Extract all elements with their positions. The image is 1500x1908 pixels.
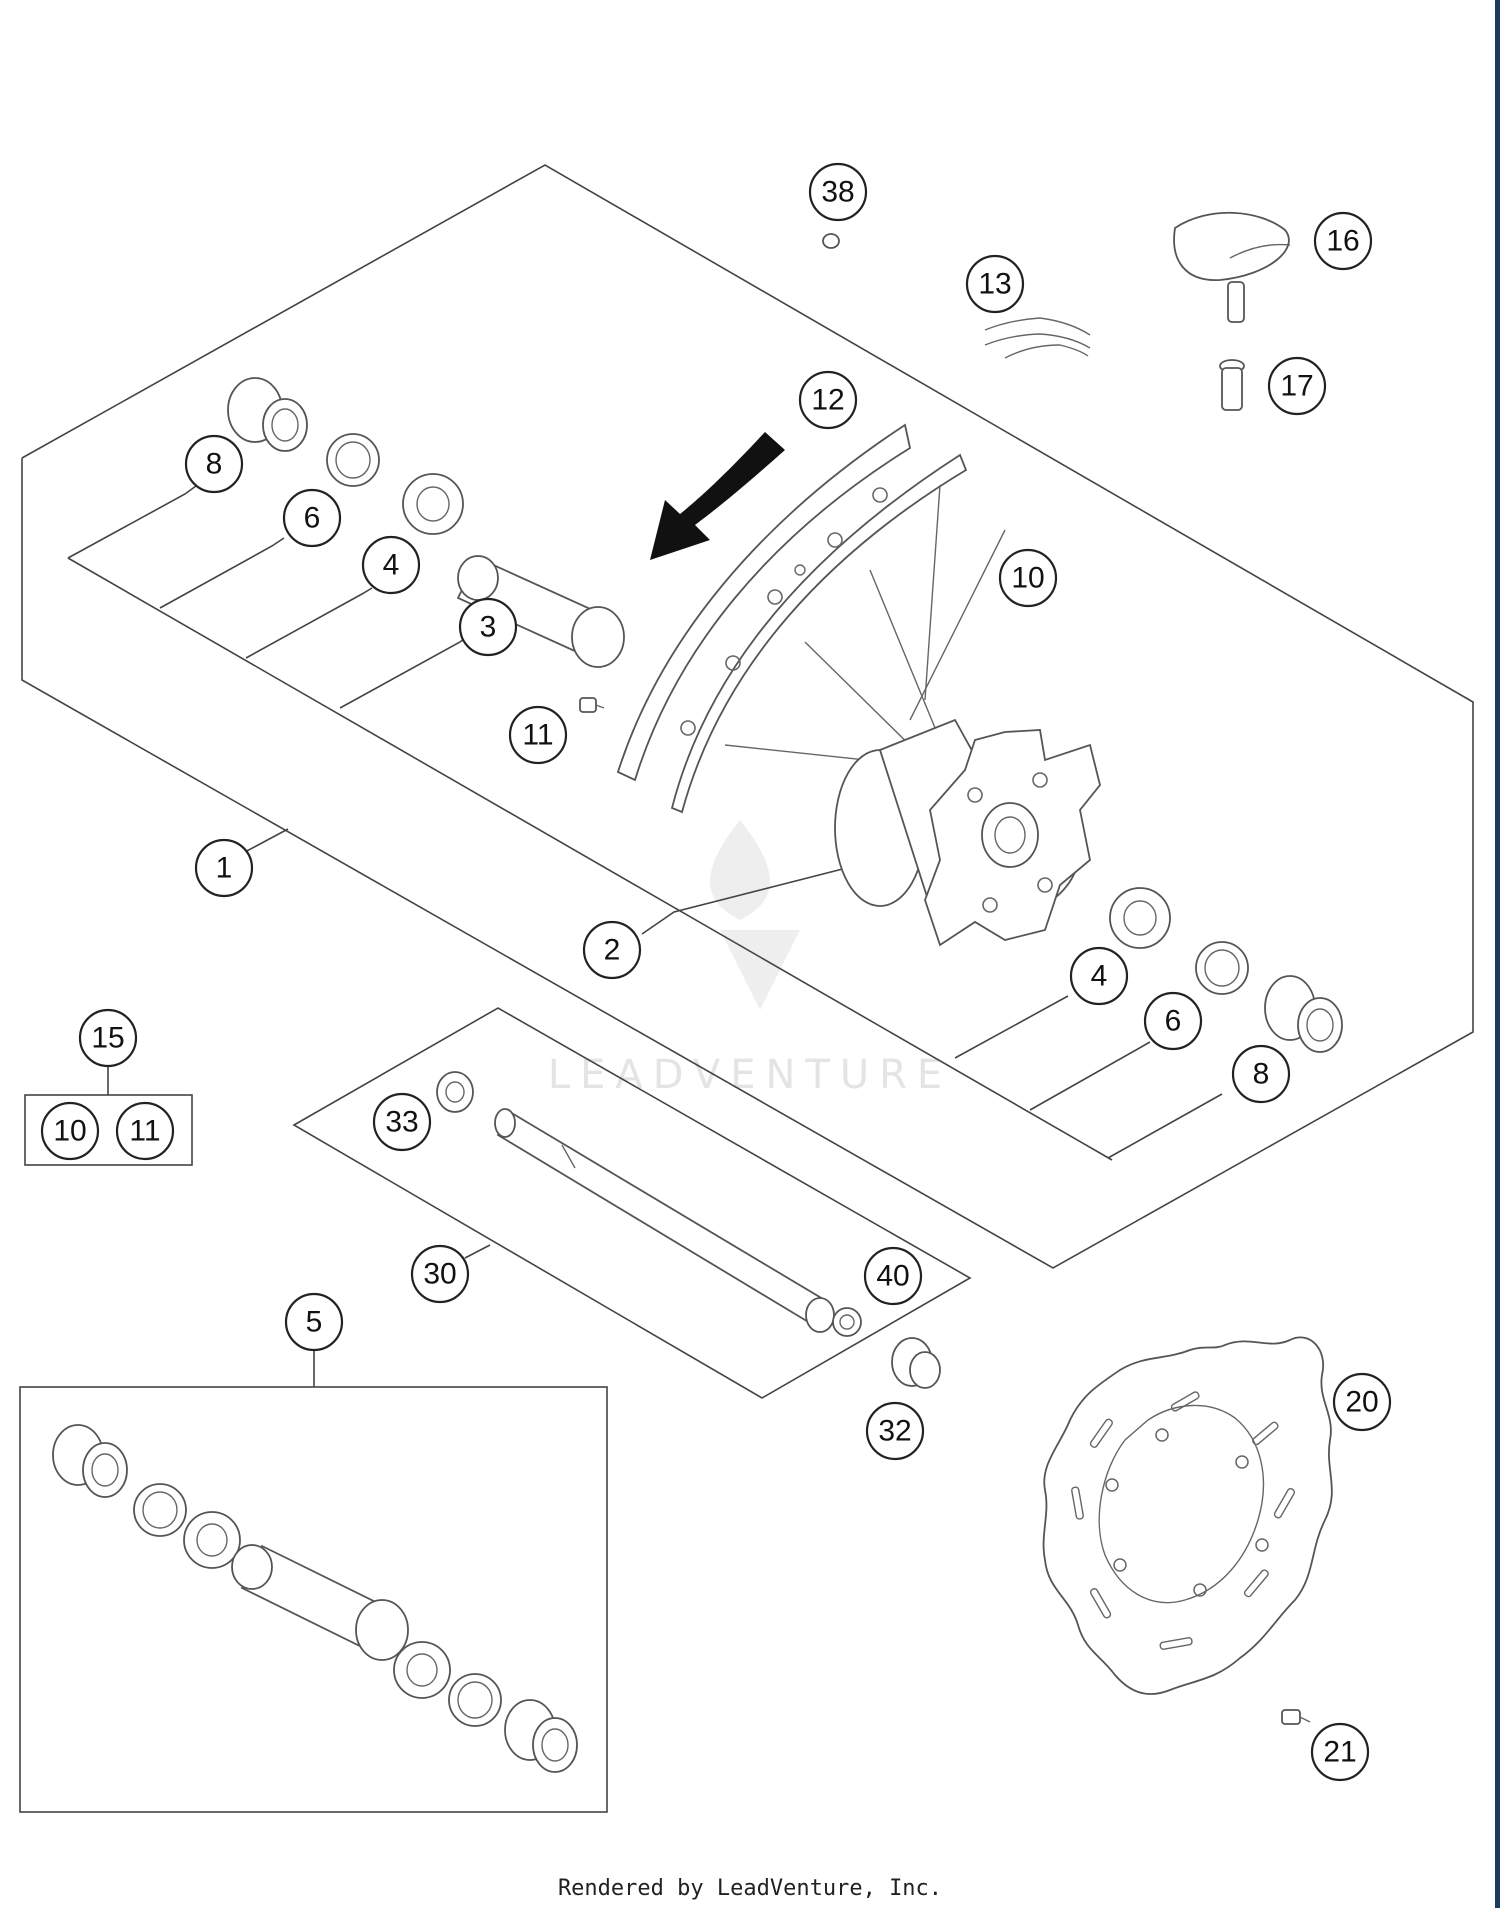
screw-11	[579, 697, 605, 713]
axle-30	[494, 1108, 835, 1333]
leader-2	[641, 861, 871, 935]
callout-13: 13	[965, 254, 1025, 314]
svg-text:10: 10	[1011, 562, 1044, 595]
right-edge-bar	[1495, 0, 1500, 1908]
callout-6-left: 6	[282, 488, 342, 548]
valve-17	[1219, 359, 1245, 411]
svg-text:16: 16	[1326, 225, 1359, 258]
spacer-32	[891, 1337, 941, 1389]
svg-text:4: 4	[383, 549, 400, 582]
callout-4-left: 4	[361, 535, 421, 595]
bearing-4-left	[402, 473, 464, 535]
leader-8b	[1107, 1093, 1223, 1159]
svg-text:40: 40	[876, 1260, 909, 1293]
leader-30	[464, 1244, 491, 1259]
callout-32: 32	[865, 1401, 925, 1461]
leader-4a	[245, 587, 373, 659]
callout-30: 30	[410, 1244, 470, 1304]
brake-disc-20	[1042, 1336, 1333, 1695]
svg-text:8: 8	[206, 448, 223, 481]
svg-text:3: 3	[480, 611, 497, 644]
spacer-3	[456, 555, 625, 668]
svg-text:11: 11	[522, 719, 553, 752]
callout-5: 5	[284, 1292, 344, 1352]
svg-text:32: 32	[878, 1415, 911, 1448]
bushing-33	[436, 1071, 474, 1113]
callout-4-right: 4	[1069, 946, 1129, 1006]
svg-text:15: 15	[91, 1022, 124, 1055]
leader-3	[339, 635, 469, 709]
svg-text:6: 6	[1165, 1005, 1182, 1038]
callout-6-right: 6	[1143, 991, 1203, 1051]
footer-credit: Rendered by LeadVenture, Inc.	[558, 1876, 942, 1901]
callout-8-right: 8	[1231, 1044, 1291, 1104]
callout-40: 40	[863, 1246, 923, 1306]
watermark-text: LEADVENTURE	[548, 1052, 952, 1098]
bearing-4-right	[1109, 887, 1171, 949]
svg-text:6: 6	[304, 502, 321, 535]
svg-text:4: 4	[1091, 960, 1108, 993]
leader-4b	[954, 995, 1069, 1059]
callout-3: 3	[458, 597, 518, 657]
svg-text:10: 10	[53, 1115, 86, 1148]
seal-6-left	[326, 433, 380, 487]
svg-text:11: 11	[129, 1115, 160, 1148]
leader-6b	[1029, 1041, 1151, 1111]
axle-group-frame	[292, 1007, 972, 1399]
callout-1: 1	[194, 838, 254, 898]
svg-text:12: 12	[811, 384, 844, 417]
leader-6a	[159, 537, 285, 609]
kit-5-contents	[52, 1424, 578, 1773]
spacer-8-left	[227, 377, 308, 452]
svg-text:33: 33	[385, 1106, 418, 1139]
callout-17: 17	[1267, 356, 1327, 416]
callout-8-left: 8	[184, 434, 244, 494]
rotation-arrow-icon	[650, 432, 785, 560]
callout-12: 12	[798, 370, 858, 430]
screw-21	[1281, 1709, 1311, 1725]
nut-40	[832, 1307, 862, 1337]
callout-33: 33	[372, 1092, 432, 1152]
svg-text:38: 38	[821, 176, 854, 209]
tire-lock-16	[1173, 211, 1291, 323]
svg-text:17: 17	[1280, 370, 1313, 403]
callout-16: 16	[1313, 211, 1373, 271]
svg-text:2: 2	[604, 934, 621, 967]
callout-21: 21	[1310, 1722, 1370, 1782]
callout-2: 2	[582, 920, 642, 980]
svg-text:30: 30	[423, 1258, 456, 1291]
callout-10-kit: 10	[40, 1101, 100, 1161]
callout-10-spokes: 10	[998, 548, 1058, 608]
valve-cap-38	[822, 233, 840, 249]
svg-text:5: 5	[306, 1306, 323, 1339]
seal-6-right	[1195, 941, 1249, 995]
callout-15: 15	[78, 1008, 138, 1068]
hub-2	[834, 718, 1101, 947]
callout-11-screw: 11	[508, 705, 568, 765]
callout-11-kit: 11	[115, 1101, 175, 1161]
spacer-8-right	[1264, 975, 1343, 1053]
watermark-flame-icon	[710, 820, 800, 1010]
callout-38: 38	[808, 162, 868, 222]
svg-text:20: 20	[1345, 1386, 1378, 1419]
leader-8a	[67, 485, 197, 559]
svg-text:1: 1	[216, 852, 233, 885]
callout-20: 20	[1332, 1372, 1392, 1432]
wheel-assembly-frame	[21, 164, 1474, 1269]
svg-text:8: 8	[1253, 1058, 1270, 1091]
leader-1	[244, 828, 289, 853]
rim-12	[616, 423, 968, 814]
svg-text:13: 13	[978, 268, 1011, 301]
rim-tape-13	[984, 317, 1091, 359]
svg-text:21: 21	[1323, 1736, 1356, 1769]
